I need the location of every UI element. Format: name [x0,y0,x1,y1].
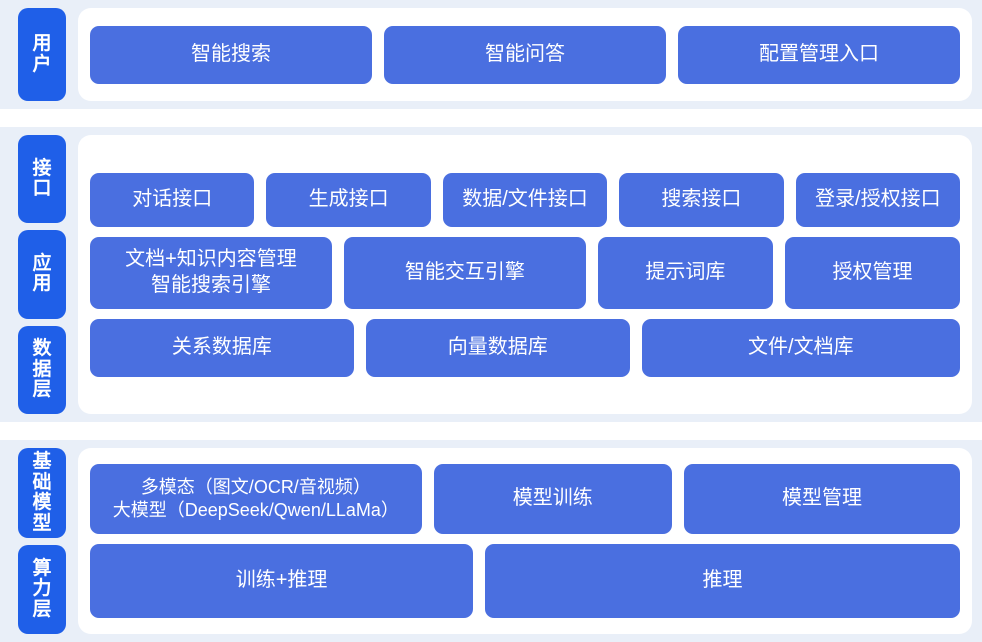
row-data-layer: 关系数据库向量数据库文件/文档库 [90,318,960,377]
card-authorization-management[interactable]: 授权管理 [784,236,960,309]
card-data-file-api[interactable]: 数据/文件接口 [442,172,608,227]
row-application: 文档+知识内容管理 智能搜索引擎智能交互引擎提示词库授权管理 [90,236,960,309]
infrastructure-section-panel: 多模态（图文/OCR/音视频） 大模型（DeepSeek/Qwen/LLaMa）… [78,448,972,634]
layer-rail: 基础模型算力层 [18,448,78,634]
card-login-auth-api[interactable]: 登录/授权接口 [795,172,961,227]
card-dialog-api[interactable]: 对话接口 [90,172,255,227]
layer-rail-label: 基础模型 [32,451,52,534]
card-interactive-engine[interactable]: 智能交互引擎 [343,236,586,309]
card-file-document-store[interactable]: 文件/文档库 [641,318,960,377]
row-interface: 对话接口生成接口数据/文件接口搜索接口登录/授权接口 [90,172,961,227]
user-section-panel: 智能搜索智能问答配置管理入口 [78,8,972,101]
card-relational-database[interactable]: 关系数据库 [90,318,354,377]
platform-section: 接口应用数据层对话接口生成接口数据/文件接口搜索接口登录/授权接口文档+知识内容… [0,127,982,422]
card-inference[interactable]: 推理 [485,544,960,618]
card-multimodal-large-model[interactable]: 多模态（图文/OCR/音视频） 大模型（DeepSeek/Qwen/LLaMa） [90,464,422,534]
card-intelligent-qa[interactable]: 智能问答 [384,25,666,84]
rail-interface[interactable]: 接口 [18,135,66,224]
section-divider [0,109,982,127]
card-search-api[interactable]: 搜索接口 [619,172,784,227]
rail-application[interactable]: 应用 [18,230,66,319]
platform-section-panel: 对话接口生成接口数据/文件接口搜索接口登录/授权接口文档+知识内容管理 智能搜索… [78,135,972,414]
layer-rail-label: 数据层 [32,338,52,401]
row-foundation-model: 多模态（图文/OCR/音视频） 大模型（DeepSeek/Qwen/LLaMa）… [90,464,960,534]
card-generation-api[interactable]: 生成接口 [266,172,431,227]
card-config-management-entry[interactable]: 配置管理入口 [678,25,960,84]
layer-rail: 用户 [18,8,78,101]
rail-foundation-model[interactable]: 基础模型 [18,448,66,539]
card-model-training[interactable]: 模型训练 [433,464,672,534]
card-intelligent-search[interactable]: 智能搜索 [90,25,372,84]
rail-compute-layer[interactable]: 算力层 [18,545,66,634]
card-model-management[interactable]: 模型管理 [683,464,960,534]
card-training-inference[interactable]: 训练+推理 [90,544,474,618]
row-user: 智能搜索智能问答配置管理入口 [90,25,960,84]
layer-rail-label: 接口 [32,157,52,200]
rail-user[interactable]: 用户 [18,8,66,101]
card-vector-database[interactable]: 向量数据库 [365,318,630,377]
layer-rail-label: 应用 [32,252,52,295]
section-divider [0,422,982,440]
layer-rail: 接口应用数据层 [18,135,78,414]
layer-rail-label: 用户 [32,32,52,75]
user-section: 用户智能搜索智能问答配置管理入口 [0,0,982,109]
rail-data-layer[interactable]: 数据层 [18,325,66,414]
infrastructure-section: 基础模型算力层多模态（图文/OCR/音视频） 大模型（DeepSeek/Qwen… [0,440,982,642]
layer-rail-label: 算力层 [32,557,52,620]
card-doc-knowledge-management[interactable]: 文档+知识内容管理 智能搜索引擎 [90,236,332,309]
card-prompt-library[interactable]: 提示词库 [597,236,773,309]
row-compute-layer: 训练+推理推理 [90,544,960,618]
